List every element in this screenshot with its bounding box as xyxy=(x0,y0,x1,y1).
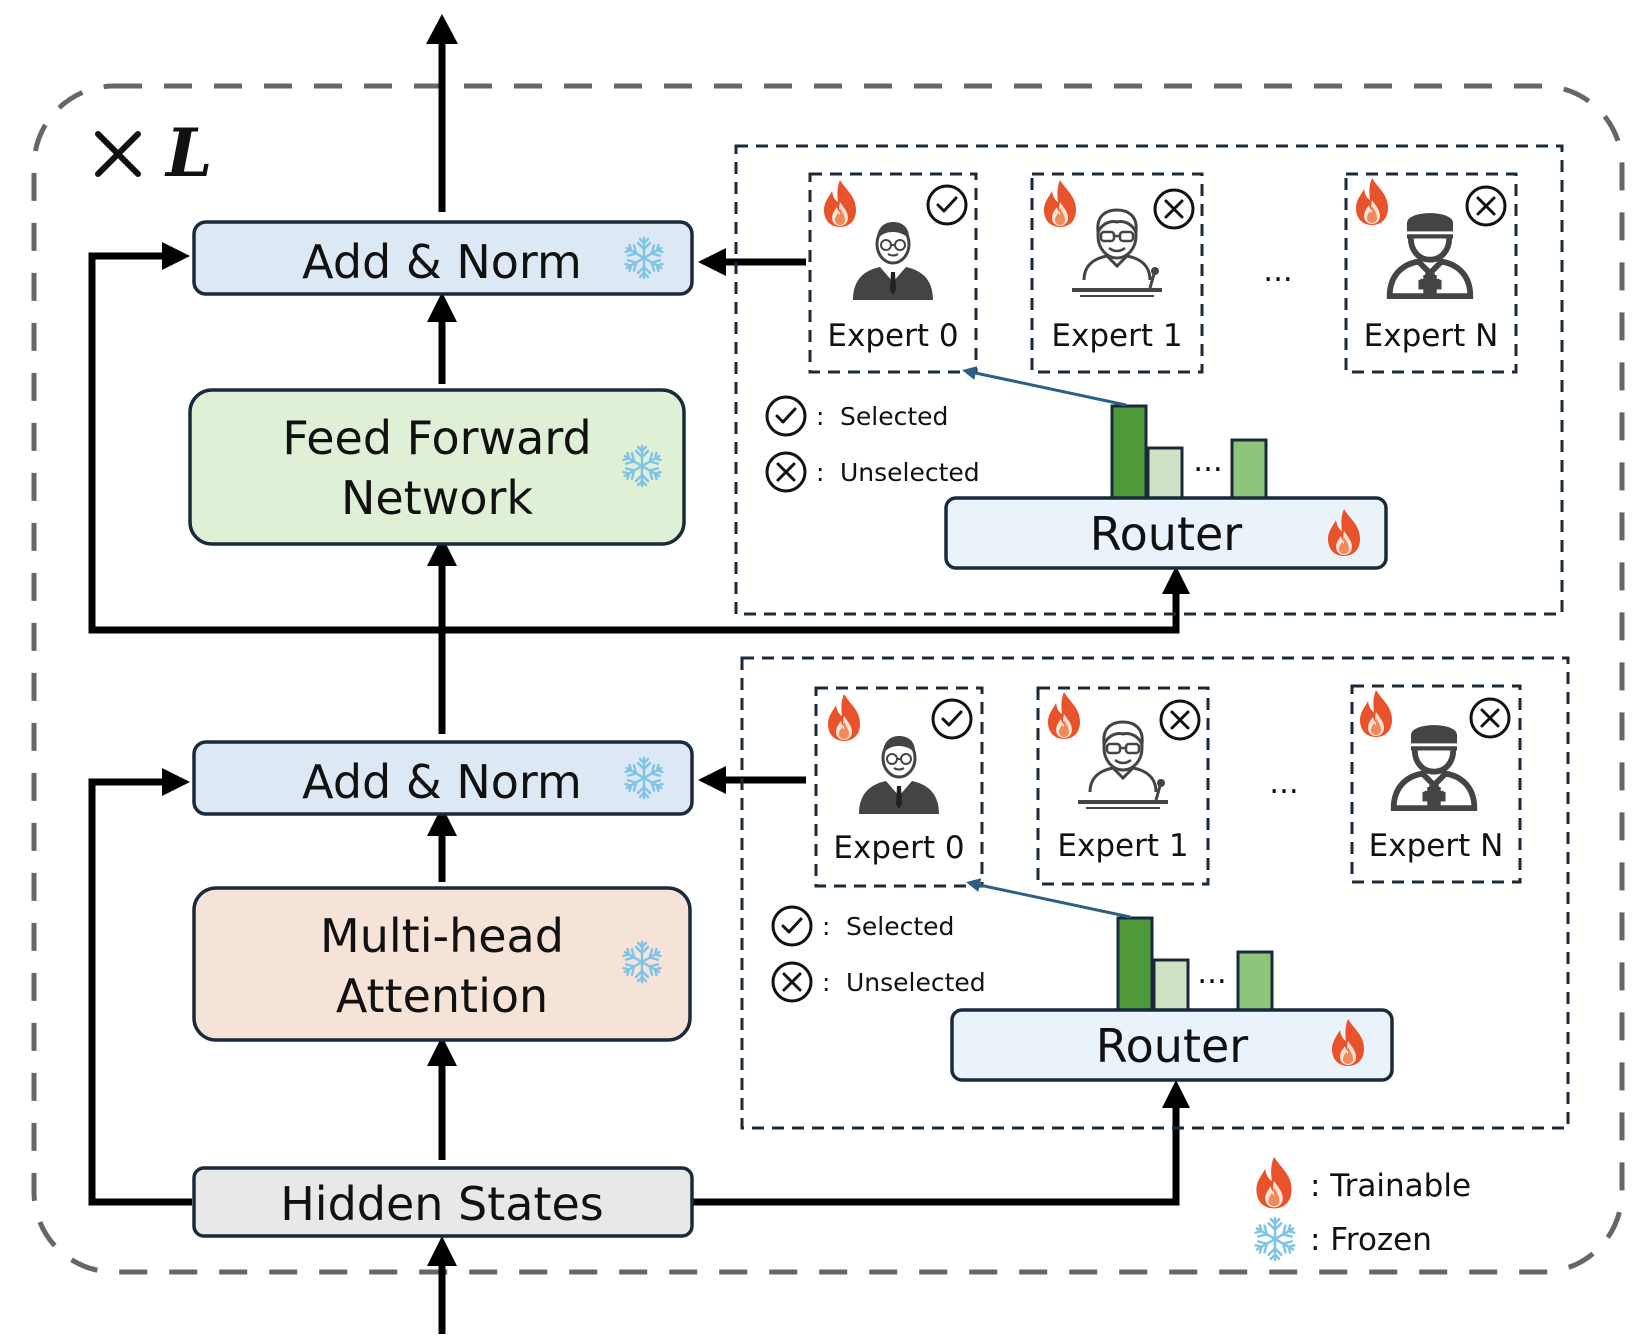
router-bar xyxy=(1110,404,1148,500)
legend-trainable: : Trainable xyxy=(1310,1168,1471,1204)
expert-label: Expert 1 xyxy=(1051,318,1182,354)
check-circle-icon xyxy=(931,698,973,740)
legend-unselected: Unselected xyxy=(846,968,986,997)
cross-circle-icon xyxy=(1465,185,1507,227)
add-norm-top-label: Add & Norm xyxy=(302,235,582,289)
routing-arrow xyxy=(962,366,1127,407)
legend-sep: : xyxy=(816,458,824,487)
expert-card-1: Expert 1 xyxy=(1030,172,1204,374)
cross-circle-icon xyxy=(771,961,813,1003)
add-norm-top-block: Add & Norm xyxy=(192,220,694,296)
routing-arrow xyxy=(966,878,1131,919)
hidden-states-label: Hidden States xyxy=(280,1177,604,1231)
legend-sep: : xyxy=(822,968,830,997)
legend-unselected: Unselected xyxy=(840,458,980,487)
router-label: Router xyxy=(1090,507,1243,561)
expert-label: Expert 1 xyxy=(1057,828,1188,864)
router-bar xyxy=(1230,438,1268,500)
router-bar xyxy=(1146,446,1184,500)
legend-selected: Selected xyxy=(846,912,954,941)
cross-circle-icon xyxy=(1153,188,1195,230)
hidden-states-block: Hidden States xyxy=(192,1166,694,1238)
add-norm-bottom-label: Add & Norm xyxy=(302,755,582,809)
check-circle-icon xyxy=(765,395,807,437)
ffn-label-line1: Feed Forward xyxy=(282,411,591,465)
cross-circle-icon xyxy=(1159,699,1201,741)
router-bar xyxy=(1236,950,1274,1012)
expert-label: Expert 0 xyxy=(833,830,964,866)
expert-label: Expert N xyxy=(1364,318,1499,354)
expert-card-n: Expert N xyxy=(1350,684,1522,884)
expert-card-1: Expert 1 xyxy=(1036,686,1210,886)
expert-label: Expert 0 xyxy=(827,318,958,354)
svg-text:L: L xyxy=(164,114,212,192)
check-circle-icon xyxy=(771,905,813,947)
router-block: Router xyxy=(944,496,1388,570)
check-circle-icon xyxy=(926,184,968,226)
expert-card-0: Expert 0 xyxy=(814,686,984,888)
expert-card-0: Expert 0 xyxy=(808,172,978,374)
legend-frozen: : Frozen xyxy=(1310,1222,1432,1258)
moe-panel-top: Expert 0 Expert 1 ··· Expert N : Selecte… xyxy=(734,144,1564,616)
add-norm-bottom-block: Add & Norm xyxy=(192,740,694,816)
repeat-label: L xyxy=(95,114,212,192)
cross-circle-icon xyxy=(1469,697,1511,739)
layer-container xyxy=(31,83,1625,1275)
experts-ellipsis: ··· xyxy=(1269,774,1299,810)
router-label: Router xyxy=(1096,1019,1249,1073)
ffn-block: Feed Forward Network xyxy=(188,388,686,546)
bars-ellipsis: ··· xyxy=(1193,452,1223,488)
router-bar xyxy=(1152,958,1190,1012)
expert-label: Expert N xyxy=(1369,828,1504,864)
mha-label-line1: Multi-head xyxy=(320,909,564,963)
router-bar xyxy=(1116,916,1154,1012)
ffn-label-line2: Network xyxy=(341,471,533,525)
experts-ellipsis: ··· xyxy=(1263,262,1293,298)
moe-panel-bottom: Expert 0 Expert 1 ··· Expert N : Selecte… xyxy=(740,656,1570,1130)
flame-icon xyxy=(1256,1156,1292,1209)
legend: : Trainable : Frozen xyxy=(1254,1156,1471,1260)
mha-block: Multi-head Attention xyxy=(192,886,692,1042)
legend-selected: Selected xyxy=(840,402,948,431)
bars-ellipsis: ··· xyxy=(1197,964,1227,1000)
mha-label-line2: Attention xyxy=(336,969,548,1023)
expert-card-n: Expert N xyxy=(1344,172,1518,374)
cross-circle-icon xyxy=(765,451,807,493)
legend-sep: : xyxy=(816,402,824,431)
legend-sep: : xyxy=(822,912,830,941)
snowflake-icon xyxy=(1254,1218,1296,1260)
main-flow-arrows xyxy=(88,14,1190,1334)
router-block: Router xyxy=(950,1008,1394,1082)
